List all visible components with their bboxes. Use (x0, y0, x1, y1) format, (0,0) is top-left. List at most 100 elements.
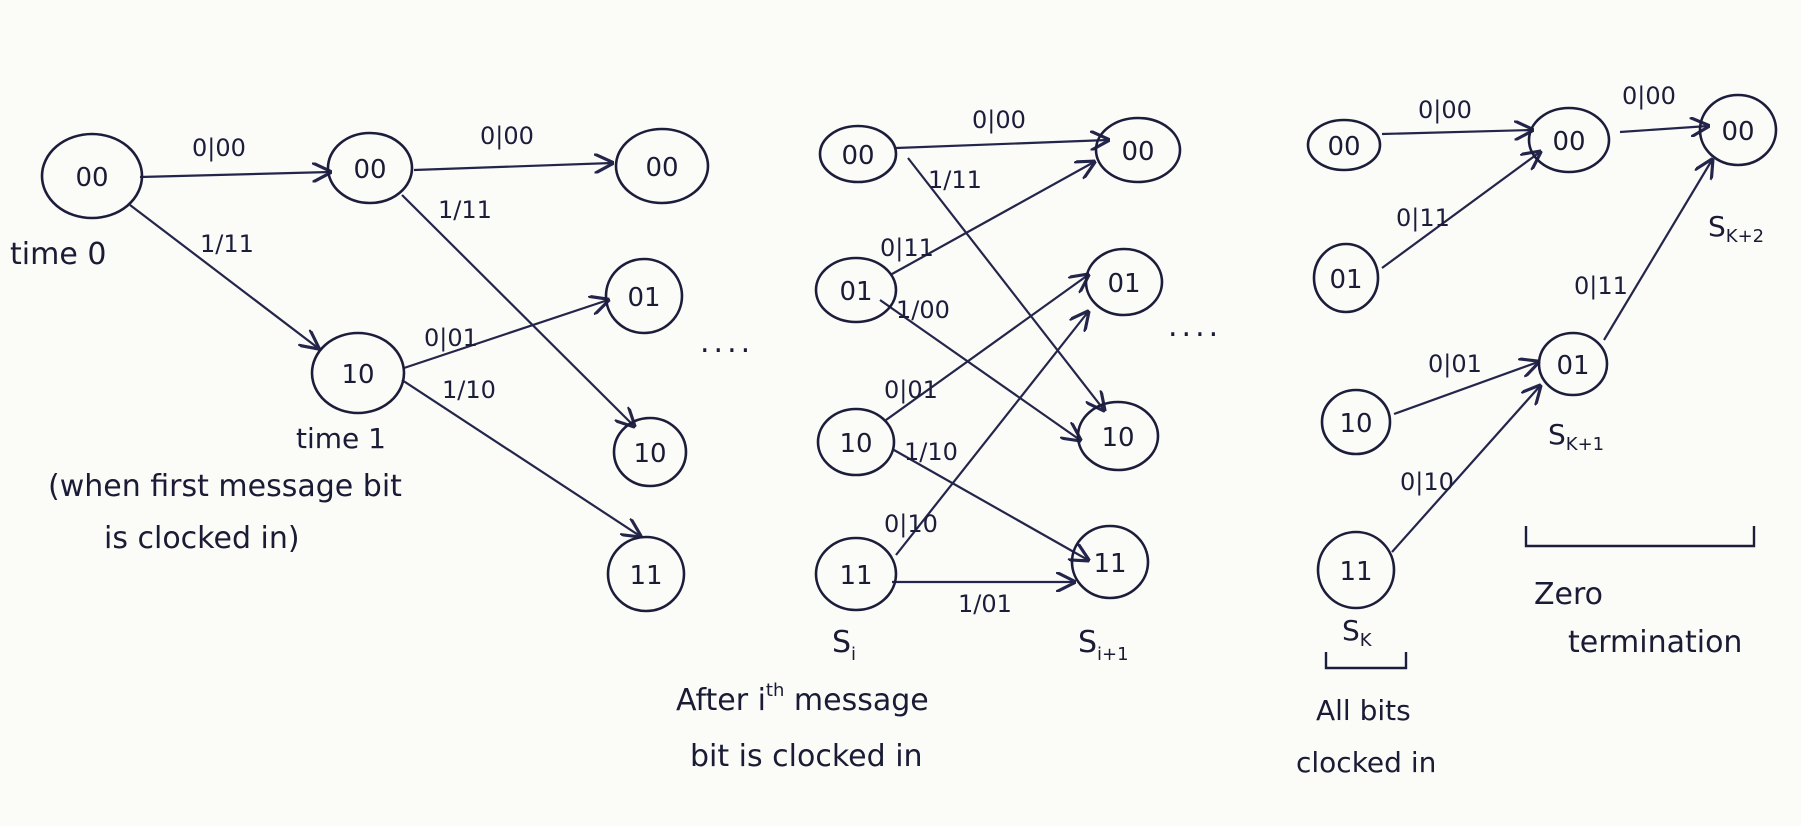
node-label: 10 (839, 429, 872, 459)
edge-label: 0|00 (972, 106, 1026, 134)
edge-label: 1/11 (438, 196, 492, 224)
edge-si-00-to-sj-10 (907, 157, 1104, 410)
edge-sk-11-to-sk1-01 (1391, 386, 1540, 553)
node-time2-01: 01 (604, 257, 684, 335)
edge-sk-00-to-sk1-00 (1381, 130, 1532, 134)
node-time2-11: 11 (606, 535, 686, 613)
node-time1-00: 00 (326, 131, 414, 205)
after-ith-line2: bit is clocked in (690, 739, 923, 774)
edge-t1-10-to-t2-11 (401, 379, 640, 536)
zero-line1: Zero (1534, 577, 1603, 612)
time0-label: time 0 (10, 237, 106, 272)
sk1-label: SK+1 (1548, 418, 1604, 455)
sk2-label: SK+2 (1708, 210, 1764, 247)
edge-t1-10-to-t2-01 (403, 300, 608, 370)
edge-labels: 0|00 1/11 0|00 1/11 0|01 1/10 0|00 1/11 … (192, 82, 1676, 618)
edge-label: 0|10 (884, 510, 938, 538)
edges (129, 126, 1712, 582)
node-label: 10 (1101, 423, 1134, 453)
edge-sk-01-to-sk1-00 (1381, 152, 1540, 269)
sk-bracket (1324, 652, 1408, 670)
node-label: 01 (1107, 269, 1140, 299)
si-label: Si (832, 625, 856, 665)
edge-label: 0|01 (884, 376, 938, 404)
node-time2-10: 10 (612, 416, 688, 488)
node-label: 01 (1329, 265, 1362, 295)
edge-sk1-00-to-sk2-00 (1619, 126, 1708, 132)
node-sk1-00: 00 (1527, 106, 1611, 174)
edge-si-01-to-sj-00 (891, 162, 1094, 275)
node-label: 00 (841, 141, 874, 171)
node-sk2-00: 00 (1698, 93, 1778, 167)
node-si-00: 00 (818, 124, 898, 184)
edge-label: 0|10 (1400, 468, 1454, 496)
edge-t1-00-to-t2-10 (401, 194, 634, 426)
edge-label: 0|00 (1418, 96, 1472, 124)
node-sk-11: 11 (1316, 530, 1396, 610)
ellipsis: .... (700, 325, 754, 360)
edge-label: 0|00 (1622, 82, 1676, 110)
node-sk-01: 01 (1312, 242, 1380, 314)
edge-si-00-to-sj-00 (895, 140, 1108, 148)
edge-label: 1/10 (442, 376, 496, 404)
time1-note-line2: is clocked in) (104, 521, 300, 556)
edge-t0-00-to-t1-00 (139, 172, 330, 177)
node-label: 00 (645, 153, 678, 183)
node-label: 11 (629, 561, 662, 591)
node-label: 00 (353, 155, 386, 185)
edge-sk1-01-to-sk2-00 (1603, 160, 1712, 341)
node-si1-10: 10 (1076, 400, 1160, 472)
node-label: 11 (1093, 549, 1126, 579)
edge-si-10-to-sj-11 (893, 449, 1088, 560)
si1-label: Si+1 (1078, 625, 1129, 665)
node-label: 00 (1121, 137, 1154, 167)
edge-label: 1/11 (200, 230, 254, 258)
node-si-01: 01 (814, 256, 898, 324)
node-label: 01 (627, 283, 660, 313)
time1-label: time 1 (296, 422, 386, 455)
edge-label: 0|01 (1428, 350, 1482, 378)
after-ith-line1: After ith message (676, 680, 929, 718)
node-label: 00 (1327, 132, 1360, 162)
node-sk-00: 00 (1306, 118, 1382, 172)
edge-t0-00-to-t1-10 (129, 204, 318, 348)
zero-line2: termination (1568, 625, 1742, 660)
edge-si-10-to-sj-01 (885, 275, 1088, 421)
edge-label: 1/00 (896, 296, 950, 324)
node-si-10: 10 (816, 407, 896, 477)
edge-label: 0|00 (192, 134, 246, 162)
node-label: 00 (1552, 127, 1585, 157)
node-si1-11: 11 (1070, 524, 1150, 600)
node-sk1-01: 01 (1537, 331, 1609, 397)
edge-si-01-to-sj-10 (879, 299, 1080, 440)
edge-label: 0|01 (424, 324, 478, 352)
node-sk-10: 10 (1320, 388, 1392, 456)
node-label: 00 (1721, 117, 1754, 147)
edge-si-11-to-sj-01 (895, 312, 1088, 556)
edge-label: 0|11 (1574, 272, 1628, 300)
node-label: 11 (1339, 557, 1372, 587)
node-label: 10 (1339, 409, 1372, 439)
sk-label: SK (1342, 614, 1373, 651)
edge-label: 0|00 (480, 122, 534, 150)
all-bits-line1: All bits (1316, 694, 1411, 727)
node-time2-00: 00 (614, 127, 710, 205)
node-si1-01: 01 (1084, 247, 1164, 317)
node-label: 01 (839, 277, 872, 307)
edge-label: 1/10 (904, 438, 958, 466)
node-time0-00: 00 (40, 132, 144, 220)
node-label: 01 (1556, 351, 1589, 381)
ellipsis: .... (1168, 309, 1222, 344)
node-label: 00 (75, 163, 108, 193)
node-label: 11 (839, 561, 872, 591)
node-time1-10: 10 (310, 331, 406, 415)
node-label: 10 (341, 360, 374, 390)
edge-t1-00-to-t2-00 (413, 163, 612, 170)
edge-label: 1/11 (928, 166, 982, 194)
edge-label: 1/01 (958, 590, 1012, 618)
edge-label: 0|11 (880, 234, 934, 262)
edge-label: 0|11 (1396, 204, 1450, 232)
zero-termination-bracket (1524, 526, 1756, 548)
edge-sk-10-to-sk1-01 (1393, 362, 1538, 416)
